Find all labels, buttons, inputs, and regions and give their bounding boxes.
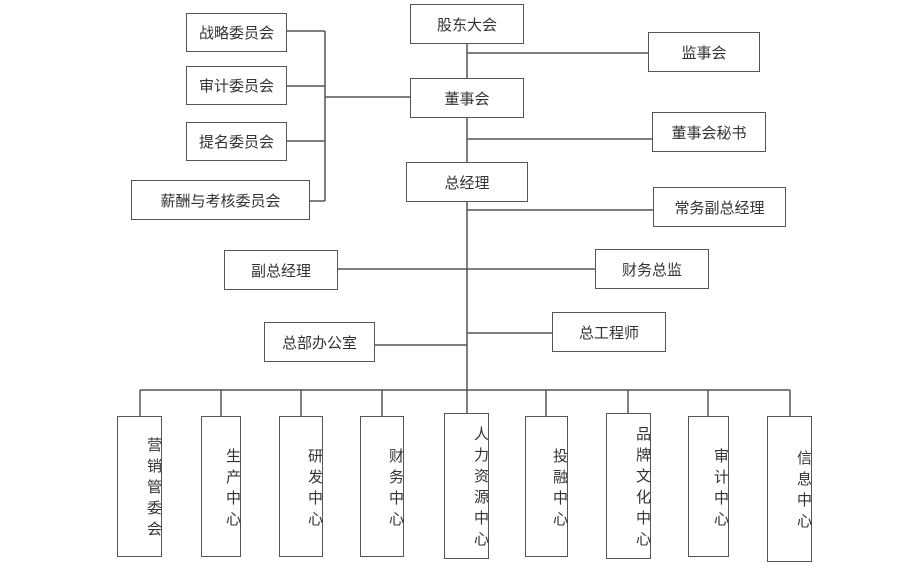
cfo-node: 财务总监 <box>595 249 709 289</box>
center-node: 营销管委会 <box>117 416 163 557</box>
center-node: 研发中心 <box>279 416 324 557</box>
board-secretary-node: 董事会秘书 <box>652 112 766 152</box>
center-node: 审计中心 <box>688 416 730 557</box>
exec-deputy-gm-node: 常务副总经理 <box>653 187 786 227</box>
center-node: 投融中心 <box>525 416 569 557</box>
shareholders-node: 股东大会 <box>410 4 524 44</box>
nomination-committee-node: 提名委员会 <box>186 122 287 161</box>
board-node: 董事会 <box>410 78 524 118</box>
deputy-gm-node: 副总经理 <box>224 250 338 290</box>
center-node: 财务中心 <box>360 416 405 557</box>
strategy-committee-node: 战略委员会 <box>186 13 287 52</box>
gm-node: 总经理 <box>406 162 528 202</box>
center-node: 生产中心 <box>201 416 242 557</box>
chief-engineer-node: 总工程师 <box>552 312 666 352</box>
audit-committee-node: 审计委员会 <box>186 66 287 105</box>
center-node: 品牌文化中心 <box>606 413 652 559</box>
supervisors-node: 监事会 <box>648 32 760 72</box>
center-node: 信息中心 <box>767 416 813 562</box>
compensation-committee-node: 薪酬与考核委员会 <box>131 180 310 220</box>
head-office-node: 总部办公室 <box>264 322 375 362</box>
center-node: 人力资源中心 <box>444 413 490 559</box>
